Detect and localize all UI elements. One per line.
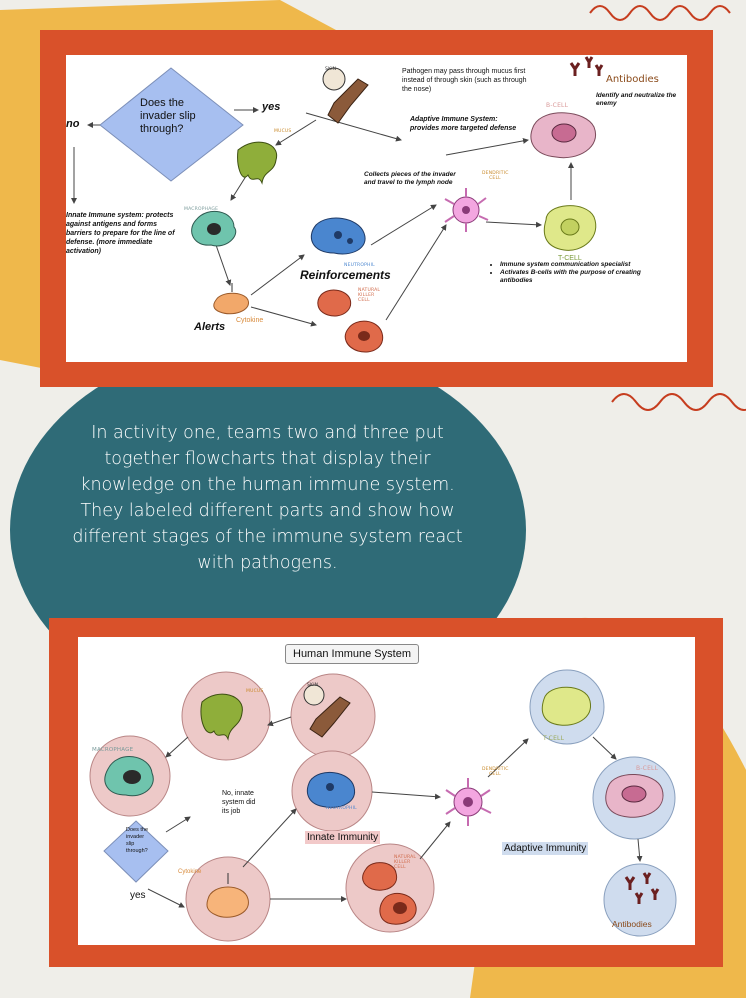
skin-label: SKIN <box>325 67 337 72</box>
no-label: no <box>66 118 80 130</box>
mucus-label: MUCUS <box>246 689 264 694</box>
bottom-flowchart-panel: Human Immune System MUCUS SKIN MACROPHAG… <box>78 637 695 945</box>
bottom-flowchart-drawing <box>89 669 677 942</box>
nk-label: NATURAL KILLER CELL <box>394 855 417 870</box>
innate-note: Innate Immune system: protects against a… <box>66 212 175 255</box>
yes-label: yes <box>130 890 146 901</box>
no-note: No, innate system did its job <box>222 790 256 815</box>
bcell-label: B-CELL <box>546 102 569 109</box>
top-flowchart-drawing <box>71 56 604 353</box>
antibodies-label: Antibodies <box>606 74 659 85</box>
neutrophil-label: NEUTROPHIL <box>326 806 357 811</box>
neutrophil-label: NEUTROPHIL <box>344 263 375 268</box>
macrophage-label: MACROPHAGE <box>184 207 219 212</box>
pathogen-note: Pathogen may pass through mucus first in… <box>402 68 527 93</box>
antibodies-note: Identify and neutralize the enemy <box>596 92 677 107</box>
yes-label: yes <box>262 101 281 113</box>
dendritic-label: DENDRITIC CELL <box>482 767 509 777</box>
antibodies-label: Antibodies <box>612 919 652 929</box>
adaptive-label: Adaptive Immunity <box>502 842 589 855</box>
innate-label: Innate Immunity <box>305 831 381 844</box>
activity-caption: In activity one, teams two and three put… <box>72 423 463 573</box>
skin-label: SKIN <box>307 683 319 688</box>
cytokine-label: Cytokine <box>236 317 264 324</box>
reinforcements-label: Reinforcements <box>300 268 391 282</box>
mucus-label: MUCUS <box>274 129 292 134</box>
bcell-label: B-CELL <box>636 765 659 772</box>
tcell-label: T-CELL <box>543 735 565 742</box>
question-text: Does the invader slip through? <box>140 97 196 135</box>
diagram-title: Human Immune System <box>285 644 419 664</box>
dendritic-label: DENDRITIC CELL <box>482 171 509 181</box>
tcell-bullet: Activates B-cells with the purpose of cr… <box>500 269 650 285</box>
top-flowchart-panel: Does the invader slip through? no yes Pa… <box>66 55 687 362</box>
tcell-bullet: Immune system communication specialist <box>500 261 650 269</box>
nk-label: NATURAL KILLER CELL <box>358 288 381 303</box>
collects-note: Collects pieces of the invader and trave… <box>364 171 456 186</box>
tcell-label: T-CELL <box>558 255 582 262</box>
cytokine-label: Cytokine <box>178 869 202 875</box>
tcell-bullets: Immune system communication specialist A… <box>484 261 650 285</box>
adaptive-note: Adaptive Immune System: provides more ta… <box>410 116 517 132</box>
alerts-label: Alerts <box>194 321 226 333</box>
macrophage-label: MACROPHAGE <box>92 747 134 753</box>
question-text: Does the invader slip through? <box>126 827 149 854</box>
